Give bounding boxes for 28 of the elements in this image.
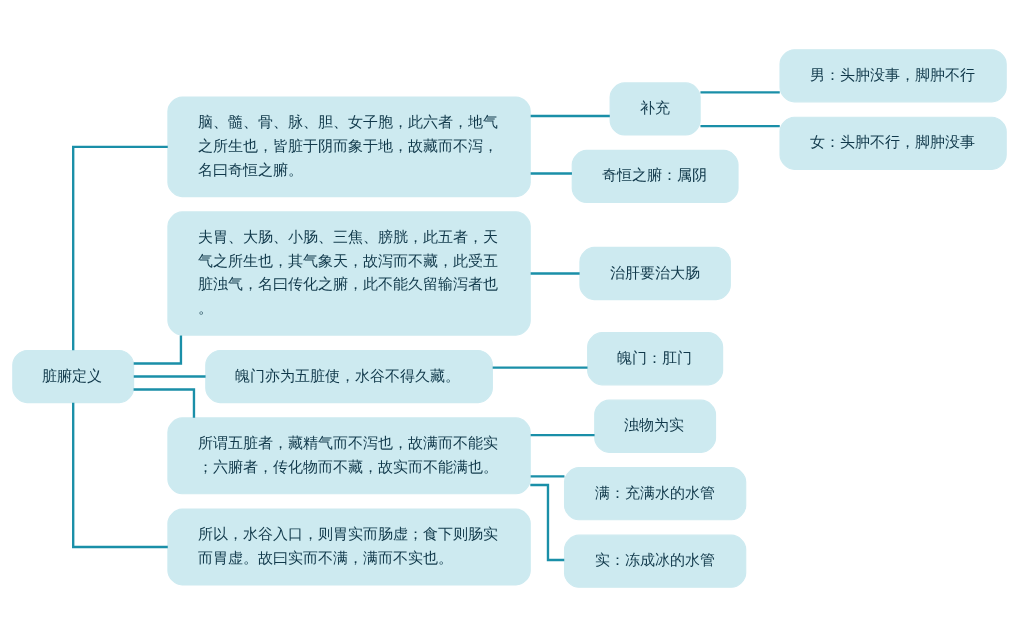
connector [530, 433, 595, 437]
node-box: 所谓五脏者，藏精气而不泻也，故满而不能实；六腑者，传化物而不藏，故实而不能满也。 [167, 417, 531, 495]
connector [530, 272, 580, 275]
connector [133, 388, 196, 418]
node-box: 魄门亦为五脏使，水谷不得久藏。 [205, 349, 493, 404]
connector [700, 124, 780, 128]
node-box: 补充 [609, 82, 701, 136]
connector [72, 402, 168, 549]
connector [700, 91, 780, 94]
node-box: 治肝要治大肠 [579, 246, 731, 301]
connector [530, 475, 565, 478]
node-box: 所以，水谷入口，则胃实而肠虚；食下则肠实而胃虚。故曰实而不满，满而不实也。 [167, 508, 531, 586]
node-box: 实：冻成冰的水管 [563, 534, 747, 588]
node-box: 魄门：肛门 [587, 332, 724, 386]
connector [133, 335, 183, 365]
connector [492, 366, 588, 369]
node-box: 女：头肿不行，脚肿没事 [779, 116, 1007, 170]
connector [72, 145, 168, 351]
node-box: 脑、髓、骨、脉、胆、女子胞，此六者，地气之所生也，皆脏于阴而象于地，故藏而不泻，名曰奇恒之腑。 [167, 96, 531, 198]
connector [133, 375, 206, 378]
connector [530, 114, 610, 118]
node-box: 脏腑定义 [12, 349, 135, 404]
node-box: 浊物为实 [594, 399, 717, 453]
node-box: 奇恒之腑：属阴 [571, 149, 739, 204]
node-box: 夫胃、大肠、小肠、三焦、膀胱，此五者，天气之所生也，其气象天，故泻而不藏，此受五脏浊气，名曰传化之腑，此不能久留输泻者也。 [167, 211, 531, 336]
connector [530, 172, 572, 175]
node-box: 男：头肿没事，脚肿不行 [779, 49, 1007, 103]
node-box: 满：充满水的水管 [563, 467, 747, 521]
